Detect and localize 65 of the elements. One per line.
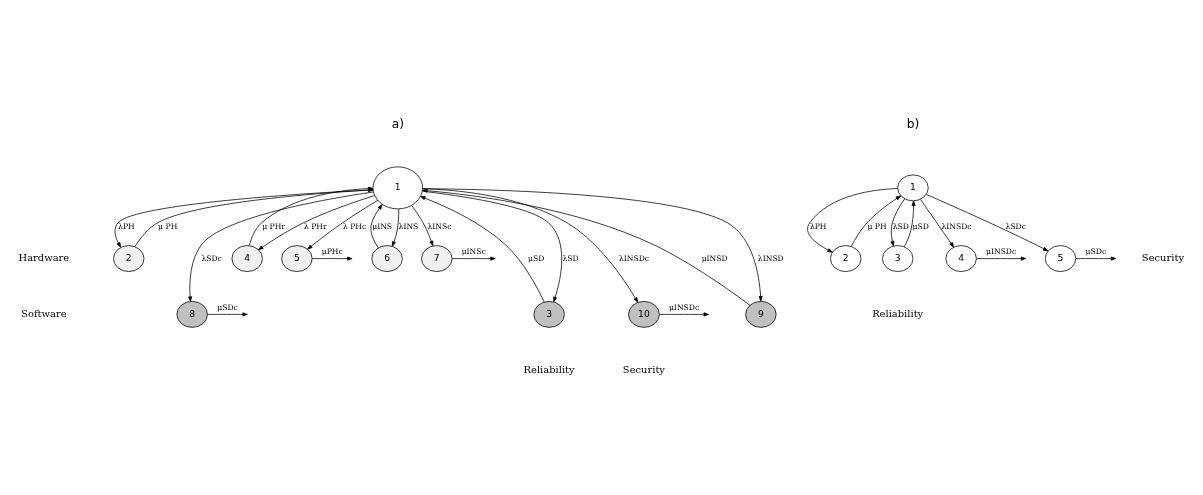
edge-label: λSD: [892, 221, 909, 231]
edge-label: λINSDc: [941, 221, 972, 231]
edge-label: λPH: [118, 221, 135, 231]
edge-label: λ PHr: [303, 221, 327, 231]
edge-label: μSD: [528, 253, 545, 263]
arrow: [422, 190, 563, 303]
arrow: [258, 195, 375, 251]
edge-label: μ PH: [867, 221, 887, 231]
arrow: [451, 256, 496, 261]
arrow: [659, 312, 709, 317]
edge-label: λINSc: [427, 221, 452, 231]
arrow: [1075, 256, 1117, 261]
label: Software: [21, 307, 67, 319]
edge-label: μINSDc: [986, 247, 1017, 256]
edge-label: λSD: [562, 253, 579, 263]
edge-label: μSD: [912, 221, 929, 231]
edge-label: λINSD: [757, 253, 784, 263]
edge-label: μSDc: [217, 302, 238, 312]
node-ellipse: 3: [533, 301, 565, 328]
arrow: [903, 200, 916, 248]
edge-label: λPH: [809, 221, 827, 231]
edge-label: λINSDc: [618, 253, 650, 263]
node-ellipse: 8: [176, 301, 208, 328]
arrow: [850, 195, 902, 247]
edge-label: λSDc: [1005, 221, 1027, 231]
arrow: [920, 199, 955, 248]
edge-label: μ PH: [158, 221, 178, 231]
arrow: [370, 204, 383, 249]
arrow: [890, 198, 906, 247]
label: Reliability: [872, 307, 924, 319]
node-ellipse: 4: [945, 245, 977, 272]
label: Hardware: [18, 252, 70, 264]
arrow: [807, 188, 898, 253]
label: Reliability: [523, 363, 575, 375]
edge-label: μINSc: [461, 247, 486, 256]
arrow: [188, 191, 374, 302]
label: Security: [622, 363, 665, 375]
edge-label: λ PHc: [342, 221, 367, 231]
label: Security: [1141, 252, 1184, 264]
arrow: [976, 256, 1027, 261]
node-ellipse: 6: [371, 245, 403, 272]
edge-label: μINSD: [701, 253, 728, 263]
node-ellipse: 2: [830, 245, 862, 272]
arrow: [926, 194, 1049, 252]
edge-label: μ PHr: [262, 221, 285, 231]
edge-label: λINS: [398, 221, 419, 231]
arrow: [207, 312, 248, 317]
arrow: [422, 188, 639, 303]
node-ellipse: 7: [421, 245, 453, 272]
edge-label: μPHc: [321, 247, 343, 256]
label: b): [906, 116, 920, 131]
arrow: [307, 200, 378, 250]
node-ellipse: 3: [882, 245, 914, 272]
arrow: [411, 205, 434, 247]
node-ellipse: 9: [745, 301, 777, 328]
node-ellipse: 2: [113, 245, 145, 272]
edge-label: μINS: [372, 221, 393, 231]
node-ellipse: 10: [628, 301, 660, 328]
arrow: [391, 208, 400, 247]
arrow: [312, 256, 353, 261]
label: a): [391, 116, 404, 131]
edge-label: λSDc: [201, 253, 222, 263]
arrow: [420, 196, 545, 303]
edge-label: μSDc: [1085, 247, 1107, 256]
edge-label: μINSDc: [668, 302, 700, 312]
